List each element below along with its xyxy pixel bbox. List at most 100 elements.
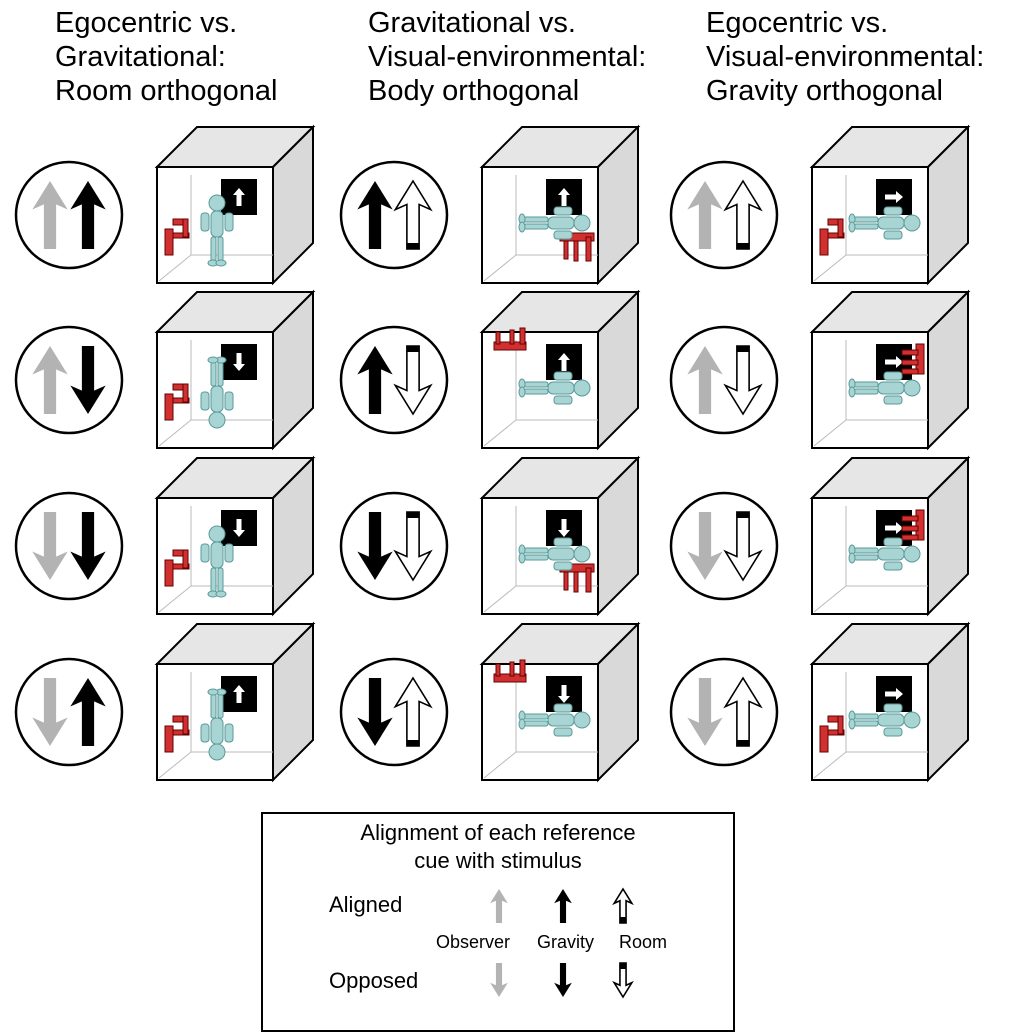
legend-room-opposed-icon [612,962,634,999]
person-figure [848,537,921,571]
gravity-arrow-icon [357,678,393,746]
person-figure [848,703,921,737]
room-cube [154,621,316,783]
cell-r3-c1 [14,455,316,617]
cell-r4-c1 [14,621,316,783]
room-cube [154,455,316,617]
cell-r1-c2 [339,124,641,286]
sign-arrow-icon [885,356,903,368]
column-title-2: Gravitational vs. Visual-environmental: … [368,7,647,107]
sign-arrow-icon [885,522,903,534]
cell-r2-c1 [14,289,316,451]
chair-icon [901,343,925,375]
sign-arrow-icon [885,191,903,203]
wall-sign [221,344,257,380]
legend-room-aligned-icon [612,887,634,924]
gravity-arrow-icon [70,346,106,414]
legend-box: Alignment of each reference cue with sti… [261,812,735,1032]
wall-sign [221,676,257,712]
room-cube [154,124,316,286]
legend-observer-label: Observer [436,932,511,952]
person-figure [848,371,921,405]
sign-arrow-icon [558,519,570,537]
chair-icon [819,218,845,256]
observer-arrow-icon [687,512,723,580]
room-arrow-icon [723,676,763,747]
cue-circle [669,491,779,601]
person-figure [200,525,234,598]
gravity-arrow-icon [70,512,106,580]
gravity-arrow-icon [70,678,106,746]
chair-icon [901,509,925,541]
chair-icon [164,549,190,587]
legend-observer-aligned-icon [490,889,508,923]
cue-circle [669,657,779,767]
observer-arrow-icon [32,181,68,249]
cue-circle [339,325,449,435]
cue-circle [339,160,449,270]
room-cube [809,455,971,617]
room-cube [479,124,641,286]
legend-aligned-label: Aligned [329,892,403,917]
room-arrow-icon [393,345,433,416]
room-cube [479,621,641,783]
chair-icon [559,232,595,262]
gravity-arrow-icon [357,181,393,249]
legend-gravity-label: Gravity [537,932,595,952]
room-arrow-icon [393,511,433,582]
room-arrow-icon [723,179,763,250]
person-figure [518,703,591,737]
chair-icon [819,715,845,753]
chair-icon [164,715,190,753]
room-arrow-icon [393,676,433,747]
sign-arrow-icon [558,685,570,703]
wall-sign [221,179,257,215]
room-cube [154,289,316,451]
chair-icon [164,383,190,421]
cell-r2-c2 [339,289,641,451]
legend-opposed-label: Opposed [329,968,419,993]
sign-arrow-icon [233,353,245,371]
person-figure [518,537,591,571]
cell-r3-c2 [339,455,641,617]
person-figure [200,356,234,429]
legend-icons [490,887,634,999]
legend-room-label: Room [619,932,668,952]
sign-arrow-icon [233,188,245,206]
observer-arrow-icon [32,678,68,746]
legend-gravity-opposed-icon [554,963,572,997]
gravity-arrow-icon [357,512,393,580]
person-figure [200,688,234,761]
observer-arrow-icon [687,346,723,414]
room-arrow-icon [723,511,763,582]
cue-circle [669,160,779,270]
observer-arrow-icon [32,512,68,580]
cell-r1-c1 [14,124,316,286]
cue-circle [669,325,779,435]
chair-icon [164,218,190,256]
column-title-1: Egocentric vs. Gravitational: Room ortho… [55,7,278,107]
room-cube [809,289,971,451]
person-figure [518,371,591,405]
person-figure [848,206,921,240]
cue-circle [14,160,124,270]
wall-sign [221,510,257,546]
sign-arrow-icon [233,519,245,537]
cue-circle [14,491,124,601]
room-cube [809,621,971,783]
legend-title-line2: cue with stimulus [414,848,582,873]
sign-arrow-icon [558,353,570,371]
wall-sign [546,676,582,712]
cell-r3-c3 [669,455,971,617]
gravity-arrow-icon [70,181,106,249]
cue-circle [339,491,449,601]
room-arrow-icon [393,179,433,250]
legend-gravity-aligned-icon [554,889,572,923]
wall-sign [546,510,582,546]
cue-circle [14,657,124,767]
column-title-3: Egocentric vs. Visual-environmental: Gra… [706,7,985,107]
chair-icon [493,327,527,351]
sign-arrow-icon [885,688,903,700]
legend-title-line1: Alignment of each reference [360,820,636,845]
cell-r1-c3 [669,124,971,286]
